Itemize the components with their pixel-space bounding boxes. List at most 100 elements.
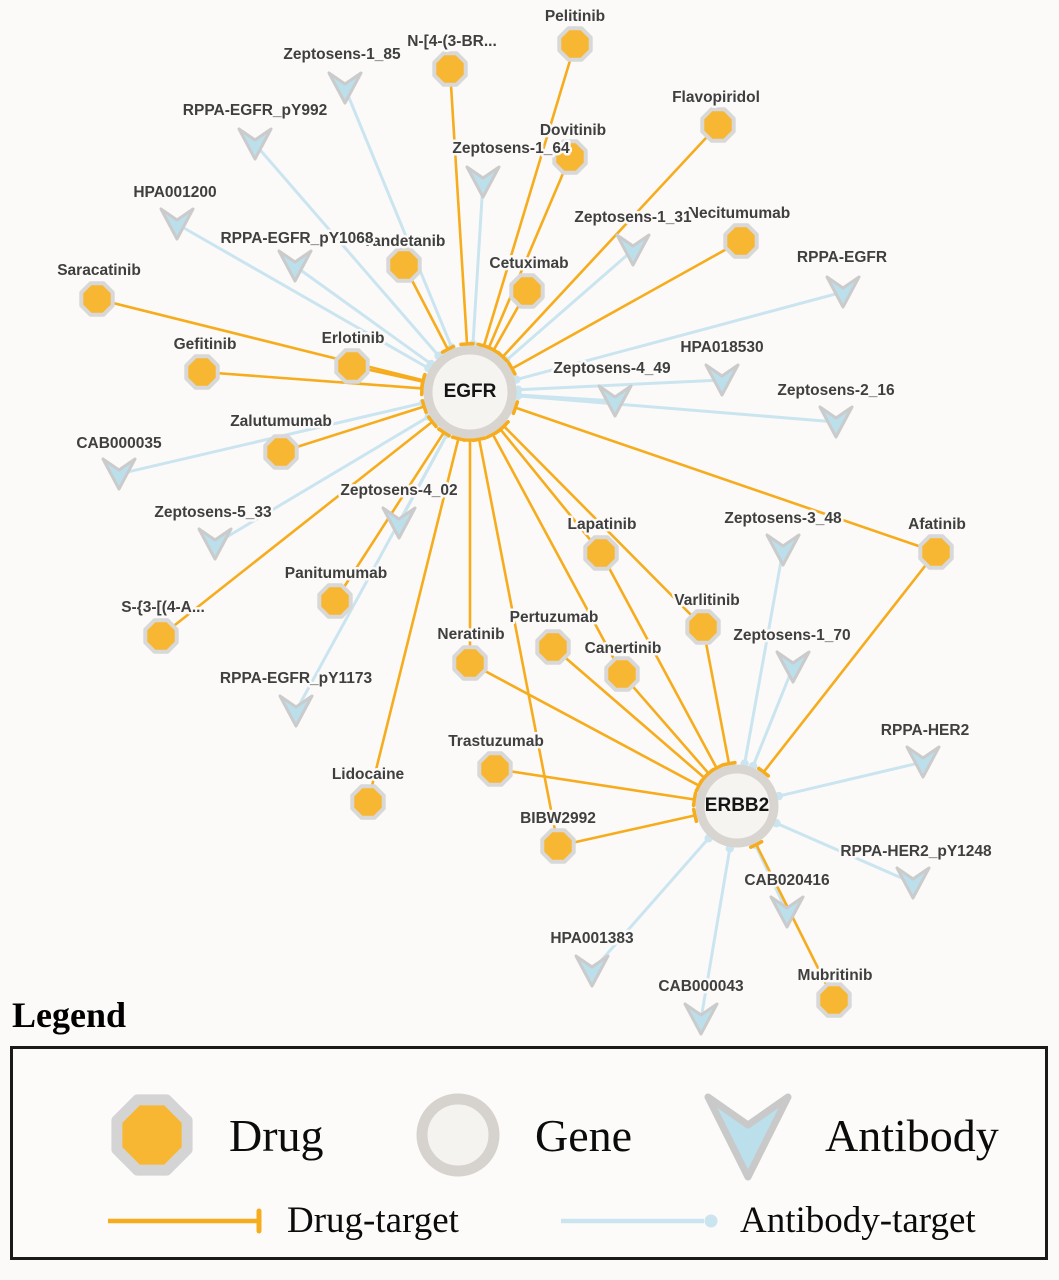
drug-target-tick bbox=[485, 429, 500, 439]
drug-target-edge bbox=[557, 814, 696, 848]
drug-target-edge bbox=[201, 370, 423, 390]
drug-target-tick bbox=[426, 415, 438, 429]
node-label-panitumumab: Panitumumab bbox=[285, 565, 387, 582]
antibody-target-edge bbox=[743, 549, 785, 764]
drug-node-n-4-3-br[interactable] bbox=[432, 51, 468, 87]
gene-node-egfr[interactable] bbox=[423, 345, 517, 439]
node-label-pertuzumab: Pertuzumab bbox=[510, 609, 599, 626]
drug-node-afatinib[interactable] bbox=[918, 534, 954, 570]
antibody-node-cab020416[interactable] bbox=[769, 895, 805, 929]
antibody-target-edge bbox=[699, 848, 732, 1020]
antibody-node-hpa001200[interactable] bbox=[159, 207, 195, 241]
drug-icon bbox=[111, 1094, 193, 1176]
antibody-node-zeptosens-1-64[interactable] bbox=[465, 165, 501, 199]
antibody-target-edge bbox=[294, 264, 432, 366]
antibody-node-zeptosens-2-16[interactable] bbox=[818, 405, 854, 439]
antibody-node-cab000043[interactable] bbox=[683, 1002, 719, 1036]
antibody-node-rppa-her2-py1248[interactable] bbox=[895, 866, 931, 900]
node-label-zeptosens-2-16: Zeptosens-2_16 bbox=[777, 382, 895, 399]
antibody-node-zeptosens-1-31[interactable] bbox=[615, 233, 651, 267]
drug-node-bibw2992[interactable] bbox=[540, 828, 576, 864]
drug-node-erlotinib[interactable] bbox=[334, 348, 370, 384]
antibody-target-edge bbox=[176, 222, 430, 370]
antibody-node-zeptosens-5-33[interactable] bbox=[197, 527, 233, 561]
gene-node-erbb2[interactable] bbox=[695, 764, 779, 848]
drug-target-edge bbox=[762, 551, 938, 773]
antibody-target-edge bbox=[517, 394, 837, 424]
antibody-target-edge bbox=[253, 143, 440, 357]
antibody-node-zeptosens-3-48[interactable] bbox=[765, 533, 801, 567]
node-label-zeptosens-1-85: Zeptosens-1_85 bbox=[283, 46, 401, 63]
node-label-cab020416: CAB020416 bbox=[744, 872, 830, 889]
drug-node-vandetanib[interactable] bbox=[386, 247, 422, 283]
antibody-node-rppa-her2[interactable] bbox=[905, 745, 941, 779]
antibody-node-rppa-egfr[interactable] bbox=[825, 275, 861, 309]
legend-item-antibody: Antibody bbox=[693, 1083, 999, 1187]
node-label-rppa-egfr-py1173: RPPA-EGFR_pY1173 bbox=[220, 670, 373, 687]
drug-node-pertuzumab[interactable] bbox=[535, 629, 571, 665]
antibody-node-rppa-egfr-py992[interactable] bbox=[237, 127, 273, 161]
drug-node-pelitinib[interactable] bbox=[557, 26, 593, 62]
legend-title: Legend bbox=[12, 995, 127, 1035]
antibody-node-rppa-egfr-py1173[interactable] bbox=[278, 694, 314, 728]
antibody-node-zeptosens-1-70[interactable] bbox=[775, 650, 811, 684]
node-label-zeptosens-3-48: Zeptosens-3_48 bbox=[724, 510, 842, 527]
node-label-erlotinib: Erlotinib bbox=[322, 330, 385, 347]
antibody-node-zeptosens-4-49[interactable] bbox=[597, 384, 633, 418]
node-label-hpa001383: HPA001383 bbox=[550, 930, 634, 947]
node-label-cab000035: CAB000035 bbox=[76, 435, 162, 452]
antibody-node-zeptosens-4-02[interactable] bbox=[381, 506, 417, 540]
node-label-rppa-her2: RPPA-HER2 bbox=[881, 722, 969, 739]
antibody-target-edge bbox=[515, 290, 844, 382]
node-label-afatinib: Afatinib bbox=[908, 516, 966, 533]
antibody-node-cab000035[interactable] bbox=[101, 457, 137, 491]
legend-label-antibody-target: Antibody-target bbox=[740, 1200, 976, 1241]
drug-target-tick bbox=[420, 374, 427, 390]
antibody-node-hpa001383[interactable] bbox=[574, 954, 610, 988]
node-label-erbb2: ERBB2 bbox=[705, 795, 769, 816]
drug-node-trastuzumab[interactable] bbox=[477, 751, 513, 787]
antibody-target-edge bbox=[517, 378, 723, 392]
drug-target-edge bbox=[469, 661, 700, 787]
drug-target-edge bbox=[501, 124, 719, 358]
drug-node-varlitinib[interactable] bbox=[685, 609, 721, 645]
gene-icon bbox=[416, 1093, 500, 1177]
legend-box: Drug Gene Antibody Drug-target Antibody-… bbox=[10, 1046, 1048, 1260]
legend-label-drug-target: Drug-target bbox=[287, 1200, 459, 1241]
drug-target-edge bbox=[366, 438, 460, 803]
drug-target-tick bbox=[698, 771, 711, 785]
drug-node-dovitinib[interactable] bbox=[552, 139, 588, 175]
node-label-s-3-4-a: S-{3-[(4-A... bbox=[121, 599, 205, 616]
antibody-target-edge bbox=[294, 433, 449, 712]
node-label-flavopiridol: Flavopiridol bbox=[672, 89, 760, 106]
node-label-mubritinib: Mubritinib bbox=[798, 967, 873, 984]
antibody-node-zeptosens-1-85[interactable] bbox=[327, 71, 363, 105]
drug-node-canertinib[interactable] bbox=[604, 656, 640, 692]
drug-target-edge bbox=[701, 626, 731, 764]
drug-node-mubritinib[interactable] bbox=[816, 982, 852, 1018]
antibody-target-edge bbox=[751, 666, 795, 767]
drug-node-cetuximab[interactable] bbox=[509, 273, 545, 309]
drug-node-lidocaine[interactable] bbox=[350, 784, 386, 820]
drug-node-necitumumab[interactable] bbox=[723, 223, 759, 259]
drug-node-zalutumumab[interactable] bbox=[263, 434, 299, 470]
drug-target-edge bbox=[491, 433, 624, 675]
drug-node-panitumumab[interactable] bbox=[317, 583, 353, 619]
drug-node-neratinib[interactable] bbox=[452, 645, 488, 681]
antibody-node-rppa-egfr-py1068[interactable] bbox=[277, 249, 313, 283]
node-label-zeptosens-1-70: Zeptosens-1_70 bbox=[733, 627, 850, 644]
node-label-canertinib: Canertinib bbox=[585, 640, 662, 657]
antibody-node-hpa018530[interactable] bbox=[704, 363, 740, 397]
node-label-rppa-egfr: RPPA-EGFR bbox=[797, 249, 887, 266]
drug-node-s-3-4-a[interactable] bbox=[143, 618, 179, 654]
drug-node-gefitinib[interactable] bbox=[184, 354, 220, 390]
drug-target-tick bbox=[756, 766, 771, 778]
antibody-target-edge bbox=[471, 181, 485, 345]
drug-node-lapatinib[interactable] bbox=[583, 535, 619, 571]
node-label-hpa018530: HPA018530 bbox=[680, 339, 763, 356]
drug-node-saracatinib[interactable] bbox=[79, 281, 115, 317]
drug-node-flavopiridol[interactable] bbox=[700, 107, 736, 143]
drug-target-tick bbox=[420, 399, 428, 415]
drug-target-tick bbox=[691, 807, 699, 824]
